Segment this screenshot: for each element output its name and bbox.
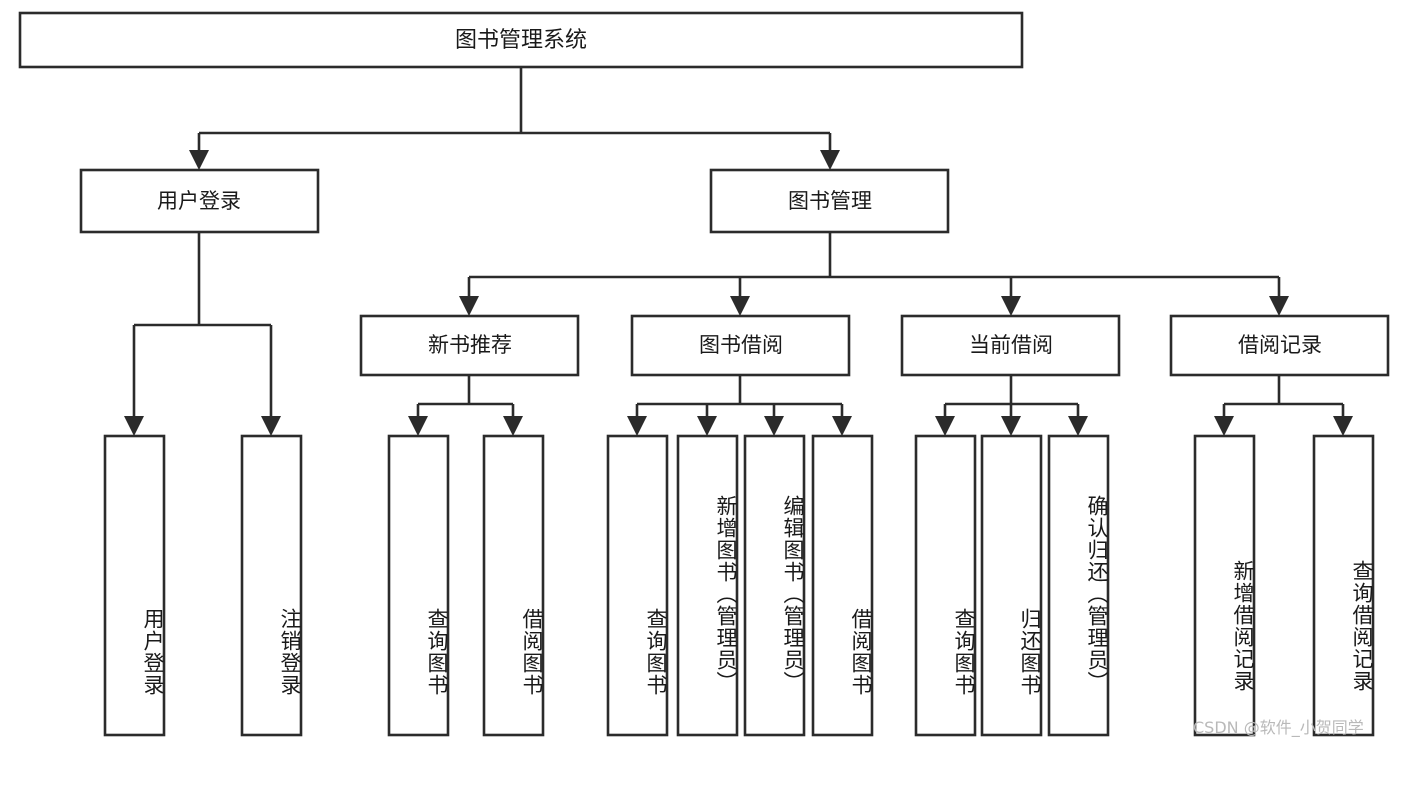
arrowhead-leaf-query-book-3 xyxy=(935,416,955,436)
arrowhead-leaf-logout xyxy=(261,416,281,436)
node-user-login-box[interactable] xyxy=(79,168,320,234)
arrowhead-user-login xyxy=(189,150,209,170)
node-user-login[interactable]: 用户登录 xyxy=(79,168,320,234)
node-leaf-edit-book-box[interactable] xyxy=(743,434,806,737)
arrowhead-leaf-add-book xyxy=(697,416,717,436)
connector-group-new-book-recommend xyxy=(408,375,523,436)
arrowhead-book-borrow xyxy=(730,296,750,316)
connector-group-book-manage xyxy=(459,232,1289,316)
node-current-borrow[interactable]: 当前借阅 xyxy=(900,314,1121,377)
arrowhead-leaf-confirm-return xyxy=(1068,416,1088,436)
node-book-borrow-label: 图书借阅 xyxy=(699,333,783,357)
node-leaf-borrow-book-1-box[interactable] xyxy=(482,434,545,737)
connector-group-root xyxy=(189,67,840,170)
node-new-book-recommend[interactable]: 新书推荐 xyxy=(359,314,580,377)
node-borrow-record[interactable]: 借阅记录 xyxy=(1169,314,1390,377)
node-new-book-recommend-box[interactable] xyxy=(359,314,580,377)
node-book-manage[interactable]: 图书管理 xyxy=(709,168,950,234)
arrowhead-leaf-borrow-book-1 xyxy=(503,416,523,436)
arrowhead-leaf-edit-book xyxy=(764,416,784,436)
connector-group-user-login xyxy=(124,232,281,436)
flowchart-canvas: 图书管理系统 用户登录 图书管理 新书推荐 图书借阅 当前借阅 借阅记录 xyxy=(18,11,1390,737)
arrowhead-current-borrow xyxy=(1001,296,1021,316)
connector-group-current-borrow xyxy=(935,375,1088,436)
node-leaf-query-book-3-box[interactable] xyxy=(914,434,977,737)
node-leaf-borrow-book-2-box[interactable] xyxy=(811,434,874,737)
node-leaf-return-book-box[interactable] xyxy=(980,434,1043,737)
node-borrow-record-label: 借阅记录 xyxy=(1238,333,1322,357)
node-leaf-confirm-return-box[interactable] xyxy=(1047,434,1110,737)
arrowhead-leaf-query-record xyxy=(1333,416,1353,436)
arrowhead-book-manage xyxy=(820,150,840,170)
node-book-manage-box[interactable] xyxy=(709,168,950,234)
arrowhead-borrow-record xyxy=(1269,296,1289,316)
arrowhead-leaf-query-book-2 xyxy=(627,416,647,436)
node-root-label: 图书管理系统 xyxy=(455,28,587,53)
node-leaf-query-record-box[interactable] xyxy=(1312,434,1375,737)
node-leaf-logout-box[interactable] xyxy=(240,434,303,737)
node-leaf-add-record-box[interactable] xyxy=(1193,434,1256,737)
node-leaf-user-login-box[interactable] xyxy=(103,434,166,737)
flowchart-svg: 图书管理系统 用户登录 图书管理 新书推荐 图书借阅 当前借阅 借阅记录 xyxy=(18,11,1390,737)
node-root-box[interactable] xyxy=(18,11,1024,69)
node-current-borrow-label: 当前借阅 xyxy=(969,333,1053,357)
node-book-borrow-box[interactable] xyxy=(630,314,851,377)
arrowhead-leaf-return-book xyxy=(1001,416,1021,436)
node-book-borrow[interactable]: 图书借阅 xyxy=(630,314,851,377)
node-book-manage-label: 图书管理 xyxy=(788,189,872,213)
node-root[interactable]: 图书管理系统 xyxy=(18,11,1024,69)
connector-group-borrow-record xyxy=(1214,375,1353,436)
node-leaf-query-book-2-box[interactable] xyxy=(606,434,669,737)
node-user-login-label: 用户登录 xyxy=(157,189,241,213)
node-borrow-record-box[interactable] xyxy=(1169,314,1390,377)
arrowhead-leaf-borrow-book-2 xyxy=(832,416,852,436)
connector-group-book-borrow xyxy=(627,375,852,436)
node-new-book-recommend-label: 新书推荐 xyxy=(428,333,512,357)
arrowhead-leaf-add-record xyxy=(1214,416,1234,436)
node-current-borrow-box[interactable] xyxy=(900,314,1121,377)
arrowhead-leaf-user-login xyxy=(124,416,144,436)
node-leaf-query-book-1-box[interactable] xyxy=(387,434,450,737)
node-leaf-add-book-box[interactable] xyxy=(676,434,739,737)
arrowhead-new-book-recommend xyxy=(459,296,479,316)
arrowhead-leaf-query-book-1 xyxy=(408,416,428,436)
